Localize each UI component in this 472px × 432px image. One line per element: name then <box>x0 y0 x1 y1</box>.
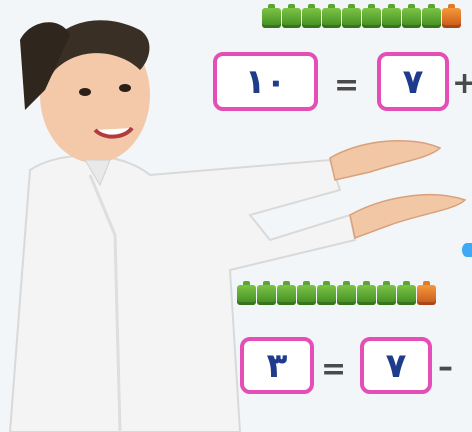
green-cube <box>322 4 341 28</box>
orange-cube <box>442 4 461 28</box>
cube-train-bottom <box>237 281 437 307</box>
green-cube <box>357 281 376 305</box>
green-cube <box>297 281 316 305</box>
green-cube <box>402 4 421 28</box>
green-cube <box>377 281 396 305</box>
green-cube <box>277 281 296 305</box>
subtrahend-box: ٧ <box>360 337 432 394</box>
green-cube <box>382 4 401 28</box>
blue-marker <box>462 243 472 257</box>
addend-box: ٧ <box>377 52 449 111</box>
green-cube <box>317 281 336 305</box>
result-bottom: ٣ <box>266 345 288 386</box>
green-cube <box>237 281 256 305</box>
answer-box-top: ١٠ <box>213 52 318 111</box>
green-cube <box>282 4 301 28</box>
equals-sign-top: = <box>334 68 360 103</box>
subtrahend-value: ٧ <box>385 345 407 386</box>
green-cube <box>302 4 321 28</box>
equals-sign-bottom: = <box>321 352 347 387</box>
green-cube <box>422 4 441 28</box>
addend-value: ٧ <box>402 61 424 102</box>
green-cube <box>397 281 416 305</box>
green-cube <box>337 281 356 305</box>
green-cube <box>262 4 281 28</box>
minus-sign: – <box>438 350 453 385</box>
green-cube <box>257 281 276 305</box>
plus-sign: + <box>452 66 472 101</box>
answer-box-bottom: ٣ <box>240 337 314 394</box>
cube-train-top <box>262 4 462 30</box>
green-cube <box>362 4 381 28</box>
green-cube <box>342 4 361 28</box>
orange-cube <box>417 281 436 305</box>
result-top: ١٠ <box>244 61 287 102</box>
